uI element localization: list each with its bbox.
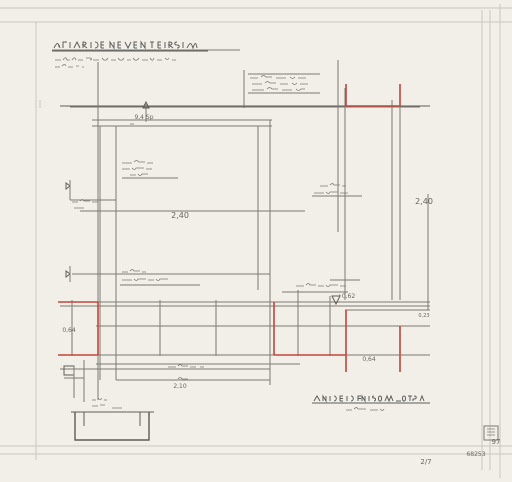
red-wall-marks xyxy=(58,84,401,372)
dimension-arrows xyxy=(65,100,341,306)
sheet-border xyxy=(0,4,512,478)
dimension-2-40-right: 2,40 xyxy=(415,197,433,206)
archive-stamp xyxy=(483,425,499,441)
page-mark: 2/7 xyxy=(420,458,431,466)
note-top-right xyxy=(243,70,320,108)
dimension-0-64-bottom: 0,64 xyxy=(362,356,376,363)
dimension-2-40-center: 2,40 xyxy=(171,211,189,220)
dimension-9-4: 9,4 Sp xyxy=(134,114,153,121)
signature-block xyxy=(312,394,430,411)
dimension-labels: 9,4 Sp 2,40 2,40 0,64 0,64 2,10 0,23 +0,… xyxy=(62,114,433,390)
dimension-0-23: 0,23 xyxy=(418,313,429,319)
dimension-2-10: 2,10 xyxy=(173,383,187,390)
catalog-number: 68253 xyxy=(466,451,485,458)
dimension-plus-0-62: +0,62 xyxy=(337,293,356,300)
sheet-number: 97 xyxy=(492,438,501,446)
handwritten-notes xyxy=(72,123,362,381)
sheet-footer: 97 68253 2/7 xyxy=(420,438,500,466)
detail-section xyxy=(63,360,154,441)
title-lettering xyxy=(52,40,240,68)
dimension-0-64-left: 0,64 xyxy=(62,327,76,334)
